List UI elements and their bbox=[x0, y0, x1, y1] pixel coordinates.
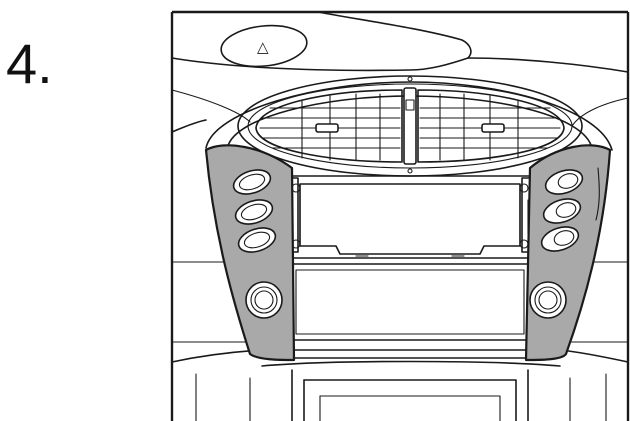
right-panel-button-1[interactable] bbox=[543, 166, 586, 199]
lower-console bbox=[195, 360, 607, 421]
radio-mounting-frame bbox=[287, 175, 533, 259]
right-trim-panel[interactable] bbox=[524, 144, 612, 362]
left-panel-button-1[interactable] bbox=[231, 166, 274, 199]
right-panel-button-3[interactable] bbox=[539, 223, 582, 256]
right-panel-button-2[interactable] bbox=[541, 195, 584, 228]
left-panel-buttons bbox=[231, 166, 279, 257]
left-air-vent[interactable] bbox=[255, 89, 403, 163]
right-air-vent[interactable] bbox=[417, 89, 565, 163]
left-panel-button-3[interactable] bbox=[236, 224, 279, 257]
dashboard-top bbox=[171, 11, 629, 133]
hazard-button[interactable]: △ bbox=[219, 22, 309, 71]
lower-storage-compartment bbox=[289, 263, 531, 341]
air-vents bbox=[237, 75, 583, 177]
left-panel-button-2[interactable] bbox=[233, 196, 276, 229]
step-number: 4. bbox=[6, 32, 53, 95]
right-panel-buttons bbox=[539, 166, 586, 256]
left-trim-panel[interactable] bbox=[204, 144, 296, 362]
right-panel-knob[interactable] bbox=[529, 281, 567, 319]
warning-triangle-icon: △ bbox=[257, 38, 269, 56]
left-panel-knob[interactable] bbox=[245, 281, 283, 319]
illustration-frame bbox=[170, 10, 630, 421]
